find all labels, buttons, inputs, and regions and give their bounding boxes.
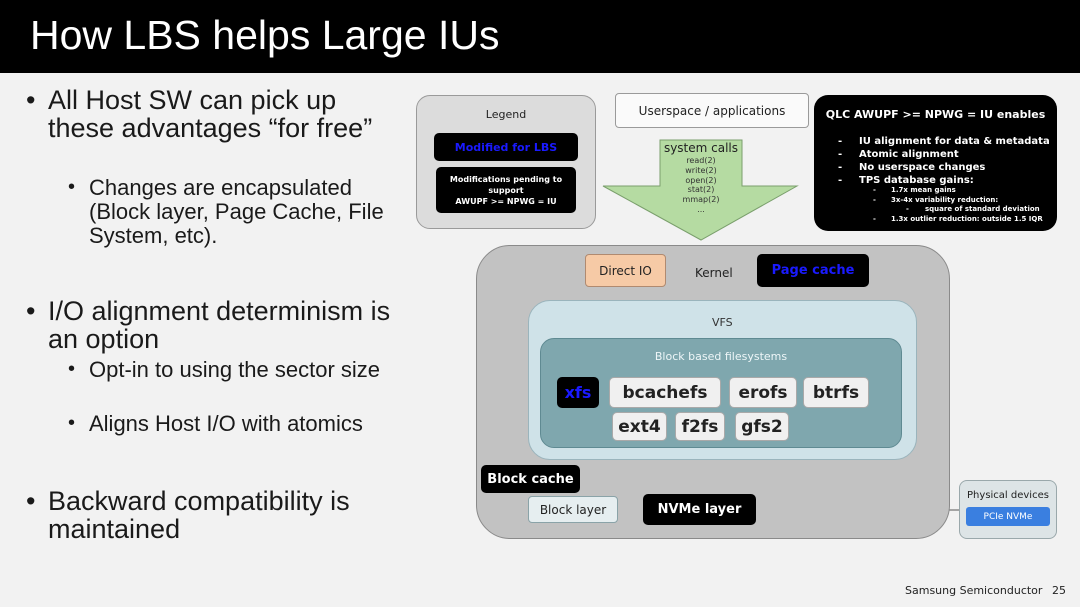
fs-bcachefs: bcachefs	[609, 377, 721, 408]
legend-pending-line3: AWUPF >= NPWG = IU	[455, 196, 557, 206]
syscalls-list: read(2) write(2) open(2) stat(2) mmap(2)…	[660, 156, 742, 215]
qlc-item: -TPS database gains:	[838, 175, 974, 186]
block-fs-label: Block based filesystems	[654, 350, 788, 363]
page-cache-label: Page cache	[771, 263, 855, 278]
bullet-list: • All Host SW can pick up these advantag…	[0, 0, 410, 607]
bullet-2: I/O alignment determinism is an option	[48, 296, 391, 354]
legend-title: Legend	[485, 108, 527, 121]
syscall-item: read(2)	[686, 156, 716, 165]
sub-bullet-2-2: Aligns Host I/O with atomics	[89, 411, 363, 436]
vfs-label: VFS	[712, 316, 733, 329]
qlc-gain: -3x-4x variability reduction:	[873, 195, 999, 204]
legend-pending: Modifications pending to support AWUPF >…	[436, 167, 576, 213]
bullet-marker: •	[26, 85, 36, 115]
syscall-item: ...	[697, 204, 705, 214]
block-layer-label: Block layer	[539, 502, 607, 517]
syscall-item: stat(2)	[687, 185, 715, 195]
syscall-item: mmap(2)	[682, 195, 720, 205]
sub-bullet-2-1: Opt-in to using the sector size	[89, 357, 381, 382]
kernel-label: Kernel	[695, 266, 733, 280]
footer-company: Samsung Semiconductor	[905, 584, 1043, 597]
page-number: 25	[1052, 584, 1066, 597]
fs-btrfs-label: btrfs	[812, 382, 860, 403]
sub-bullet-marker: •	[68, 412, 76, 434]
bullet-marker: •	[26, 296, 36, 326]
syscall-item: open(2)	[685, 175, 717, 185]
block-cache-label: Block cache	[487, 471, 574, 487]
sub-bullet-1-1: Changes are encapsulated (Block layer, P…	[89, 175, 384, 248]
fs-xfs-label: xfs	[564, 383, 592, 402]
fs-btrfs: btrfs	[803, 377, 869, 408]
qlc-gain-detail: -square of standard deviation	[906, 205, 1040, 213]
fs-erofs: erofs	[729, 377, 797, 408]
fs-f2fs: f2fs	[675, 412, 725, 441]
direct-io-box: Direct IO	[585, 254, 666, 287]
pcie-nvme-label: PCIe NVMe	[983, 511, 1033, 522]
fs-gfs2-label: gfs2	[741, 416, 783, 437]
syscalls-title: system calls	[663, 141, 739, 155]
direct-io-label: Direct IO	[599, 263, 652, 278]
qlc-gain: -1.3x outlier reduction: outside 1.5 IQR	[873, 214, 1043, 223]
fs-ext4-label: ext4	[618, 416, 661, 437]
qlc-box: QLC AWUPF >= NPWG = IU enables -IU align…	[814, 95, 1057, 231]
physical-devices-title: Physical devices	[967, 490, 1049, 501]
userspace-box: Userspace / applications	[615, 93, 809, 128]
fs-erofs-label: erofs	[738, 382, 788, 403]
nvme-layer-label: NVMe layer	[657, 502, 742, 517]
fs-f2fs-label: f2fs	[681, 416, 719, 437]
legend-modified: Modified for LBS	[434, 133, 578, 161]
nvme-layer-box: NVMe layer	[643, 494, 756, 525]
bullet-marker: •	[26, 486, 36, 516]
block-layer-box: Block layer	[528, 496, 618, 523]
qlc-item: -No userspace changes	[838, 162, 986, 173]
fs-xfs: xfs	[557, 377, 599, 408]
block-cache-box: Block cache	[481, 465, 580, 493]
syscall-arrow	[602, 139, 799, 241]
qlc-item: -Atomic alignment	[838, 149, 959, 160]
qlc-title: QLC AWUPF >= NPWG = IU enables	[825, 108, 1046, 121]
qlc-item: -IU alignment for data & metadata	[838, 136, 1050, 147]
fs-gfs2: gfs2	[735, 412, 789, 441]
sub-bullet-marker: •	[68, 176, 76, 198]
userspace-label: Userspace / applications	[638, 103, 786, 118]
legend-box: Legend Modified for LBS Modifications pe…	[416, 95, 596, 229]
fs-bcachefs-label: bcachefs	[622, 382, 708, 403]
fs-ext4: ext4	[612, 412, 667, 441]
sub-bullet-marker: •	[68, 358, 76, 380]
bullet-1: All Host SW can pick up these advantages…	[48, 85, 373, 143]
physical-devices-box: Physical devices PCIe NVMe	[959, 480, 1057, 539]
legend-pending-line1: Modifications pending to	[449, 174, 563, 184]
legend-pending-line2: support	[488, 185, 524, 195]
page-cache-box: Page cache	[757, 254, 869, 287]
legend-modified-label: Modified for LBS	[454, 140, 558, 154]
syscall-item: write(2)	[685, 165, 717, 175]
qlc-gains: -1.7x mean gains -3x-4x variability redu…	[873, 186, 1043, 224]
slide-title: How LBS helps Large IUs	[30, 12, 500, 58]
pcie-nvme-box: PCIe NVMe	[966, 507, 1050, 526]
qlc-list: -IU alignment for data & metadata -Atomi…	[838, 135, 1050, 187]
bullet-3: Backward compatibility is maintained	[48, 486, 350, 544]
title-bar: How LBS helps Large IUs	[0, 0, 1080, 73]
qlc-gain: -1.7x mean gains	[873, 186, 956, 194]
